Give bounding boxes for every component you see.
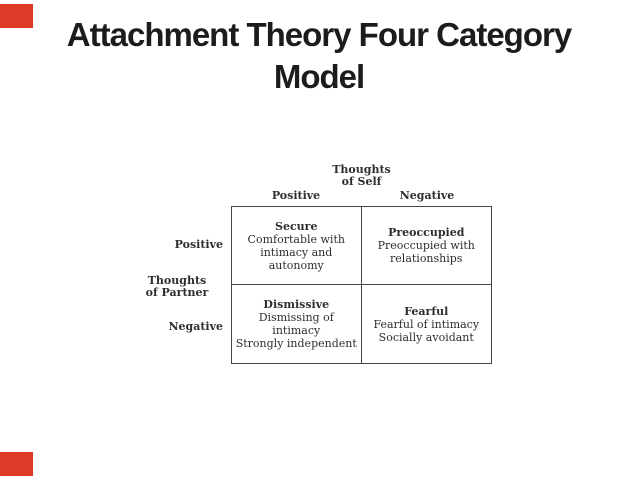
top-left-accent-bar <box>0 4 33 28</box>
quadrant-dismissive-title: Dismissive <box>263 298 330 311</box>
quadrant-secure: Secure Comfortable with intimacy and aut… <box>232 207 362 285</box>
slide-title-line1: Attachment Theory Four Category <box>66 16 572 53</box>
slide-title-line2: Model <box>273 58 365 95</box>
quadrant-preoccupied-title: Preoccupied <box>388 226 465 239</box>
quadrant-secure-line2: intimacy and autonomy <box>260 245 333 272</box>
quadrant-table: Secure Comfortable with intimacy and aut… <box>231 206 492 364</box>
partner-axis-title: Thoughts of Partner <box>131 275 223 299</box>
partner-axis-title-line2: of Partner <box>145 286 209 299</box>
self-axis-title-line1: Thoughts <box>332 163 391 176</box>
slide-title: Attachment Theory Four Category Model <box>0 14 638 98</box>
partner-positive-row-label: Positive <box>174 238 223 251</box>
self-positive-column-label: Positive <box>271 189 321 202</box>
self-axis-title: Thoughts of Self <box>231 164 492 188</box>
self-negative-column-label: Negative <box>399 189 455 202</box>
quadrant-secure-line1: Comfortable with <box>247 232 345 246</box>
quadrant-preoccupied-line2: relationships <box>390 252 463 265</box>
bottom-left-accent-bar <box>0 452 33 476</box>
quadrant-fearful-line2: Socially avoidant <box>378 330 474 344</box>
quadrant-dismissive: Dismissive Dismissing of intimacy Strong… <box>232 285 362 363</box>
quadrant-fearful: Fearful Fearful of intimacy Socially avo… <box>362 285 492 363</box>
quadrant-preoccupied-line1: Preoccupied with <box>377 239 475 252</box>
quadrant-dismissive-line2: Strongly independent <box>235 337 357 350</box>
quadrant-fearful-line1: Fearful of intimacy <box>373 317 480 331</box>
self-axis-title-line2: of Self <box>341 175 382 188</box>
partner-axis-title-line1: Thoughts <box>147 274 207 287</box>
quadrant-secure-title: Secure <box>275 219 318 233</box>
quadrant-preoccupied: Preoccupied Preoccupied with relationshi… <box>361 207 491 285</box>
quadrant-dismissive-line1: Dismissing of intimacy <box>258 311 334 337</box>
quadrant-fearful-title: Fearful <box>404 304 449 318</box>
partner-negative-row-label: Negative <box>168 320 223 333</box>
